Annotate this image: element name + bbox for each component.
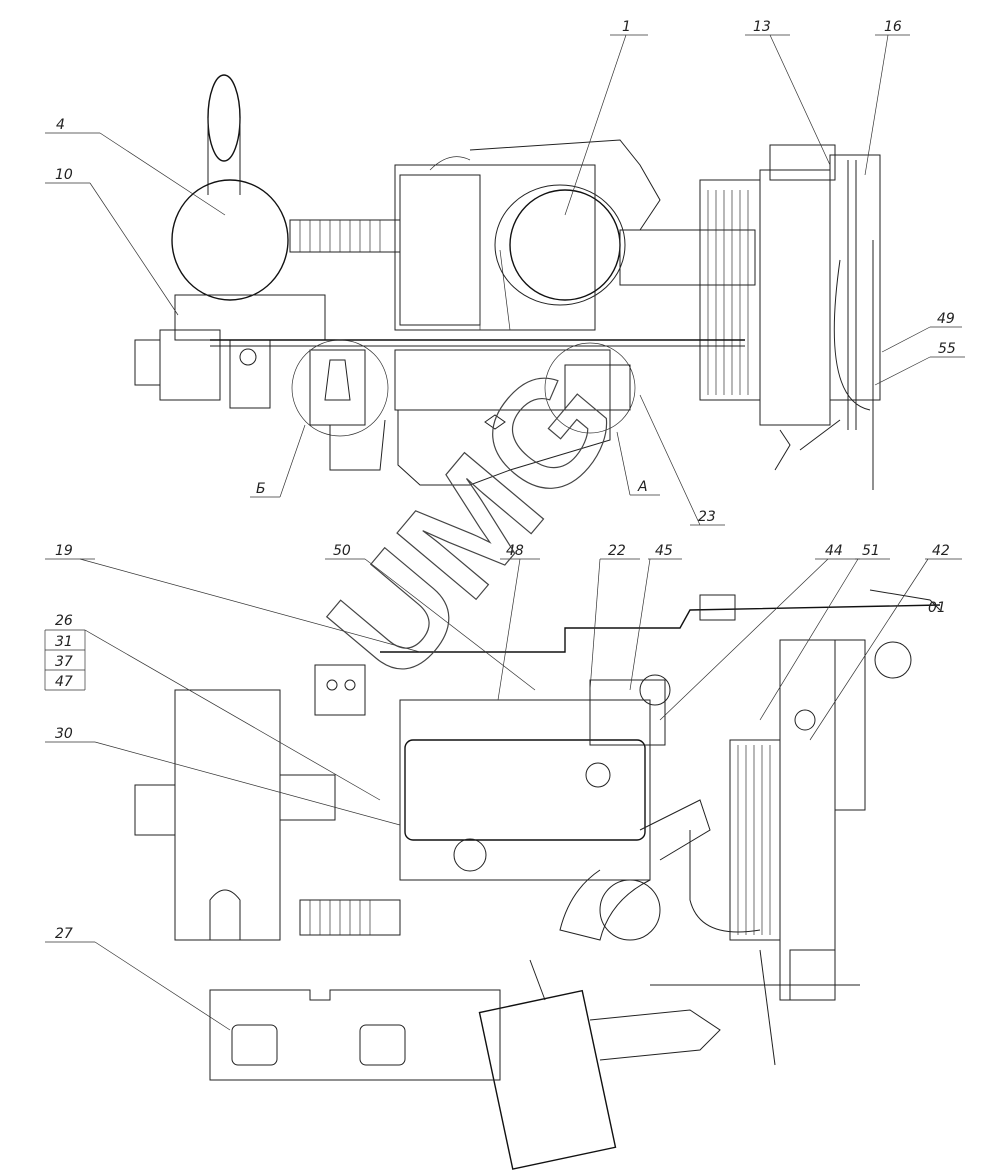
callout-22: 22 xyxy=(589,543,640,691)
callout-19: 19 xyxy=(45,543,421,653)
muffler-box xyxy=(174,689,281,941)
callout-label: 19 xyxy=(55,543,73,559)
callout-13: 13 xyxy=(745,19,831,166)
callout-label: 55 xyxy=(938,341,956,357)
callout-label: 01 xyxy=(928,600,946,616)
callout-label: 47 xyxy=(55,674,73,690)
callout-30: 30 xyxy=(45,726,401,826)
top-view-engine xyxy=(134,74,881,490)
callout-45: 45 xyxy=(629,543,682,691)
detail-circle-b xyxy=(291,339,389,437)
callout-27: 27 xyxy=(45,926,231,1031)
air-cleaner xyxy=(509,189,621,301)
callout-label: 26 xyxy=(55,613,73,629)
callout-48: 48 xyxy=(497,543,540,701)
callout-label: 49 xyxy=(937,311,955,327)
callout-label: 23 xyxy=(698,509,716,525)
callout-label: А xyxy=(637,479,648,495)
callout-label: 37 xyxy=(55,654,73,670)
mounting-plate xyxy=(209,989,501,1081)
callout-label: 42 xyxy=(932,543,950,559)
callout-23: 23 xyxy=(639,394,725,526)
bottom-view-engine xyxy=(134,589,941,1170)
callout-01: 01 xyxy=(928,600,946,616)
callout-label: 31 xyxy=(55,634,73,650)
callout-50: 50 xyxy=(325,543,536,691)
callout-b: Б xyxy=(250,424,306,498)
callout-42: 42 xyxy=(809,543,962,741)
callout-label: 48 xyxy=(506,543,524,559)
callout-label: 1 xyxy=(622,19,631,35)
oil-filler-cap xyxy=(453,838,487,872)
callout-label: Б xyxy=(256,481,266,497)
callout-label: 44 xyxy=(825,543,843,559)
callout-label: 10 xyxy=(55,167,73,183)
callout-55: 55 xyxy=(874,341,965,386)
callout-49: 49 xyxy=(881,311,962,353)
exhaust-pipe-outlet xyxy=(207,74,241,162)
air-cleaner-lower xyxy=(478,989,617,1170)
callout-label: 51 xyxy=(862,543,880,559)
callout-16: 16 xyxy=(864,19,910,176)
callout-label: 4 xyxy=(56,117,65,133)
callout-label: 22 xyxy=(608,543,626,559)
callout-51: 51 xyxy=(759,543,890,721)
callout-stack-26-31-37-47: 26 31 37 47 xyxy=(44,613,381,801)
callout-1: 1 xyxy=(564,19,648,216)
muffler xyxy=(171,179,289,301)
callout-label: 16 xyxy=(884,19,902,35)
radiator-frame xyxy=(759,169,831,426)
radiator-core-lower xyxy=(729,739,781,941)
radiator-core xyxy=(699,179,761,401)
callout-10: 10 xyxy=(45,167,179,316)
upper-frame xyxy=(380,604,941,653)
callout-label: 45 xyxy=(655,543,673,559)
callout-4: 4 xyxy=(45,117,226,216)
valve-cover xyxy=(404,739,646,841)
callout-label: 27 xyxy=(55,926,73,942)
callout-label: 50 xyxy=(333,543,351,559)
callout-label: 30 xyxy=(55,726,73,742)
detail-circle-a xyxy=(544,342,636,434)
callout-44: 44 xyxy=(659,543,860,721)
callout-a: А xyxy=(616,431,660,496)
callout-label: 13 xyxy=(753,19,771,35)
